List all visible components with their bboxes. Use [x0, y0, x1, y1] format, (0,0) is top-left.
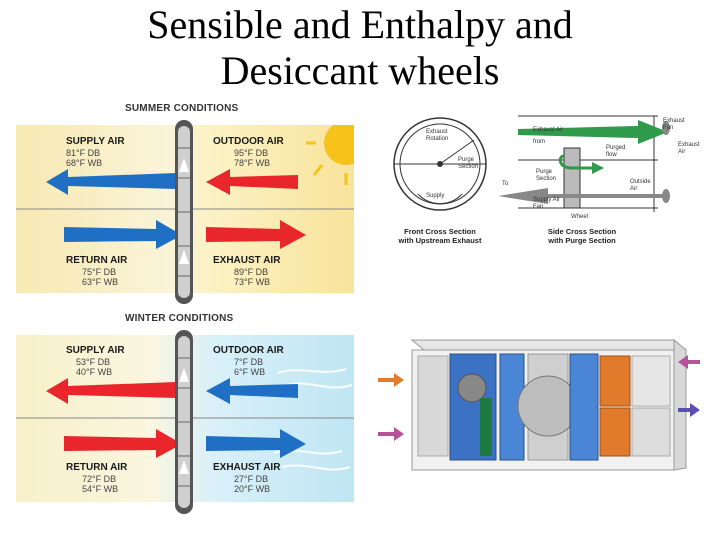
winter-supply-label: SUPPLY AIR	[66, 345, 125, 356]
side-cross-section-caption: Side Cross Section with Purge Section	[547, 227, 617, 245]
winter-outdoor-wb: 6°F WB	[234, 367, 266, 377]
winter-exhaust-wb: 20°F WB	[234, 484, 271, 494]
summer-supply-label: SUPPLY AIR	[66, 136, 125, 147]
supply-label: Supply	[426, 193, 445, 199]
title-line-2: Desiccant wheels	[220, 48, 500, 93]
wheel-label: Wheel	[571, 214, 589, 220]
winter-wheel-icon	[175, 330, 193, 514]
winter-outdoor-db: 7°F DB	[234, 357, 264, 367]
winter-return-db: 72°F DB	[82, 474, 117, 484]
side-cross-section	[498, 115, 670, 212]
winter-return-wb: 54°F WB	[82, 484, 119, 494]
summer-exhaust-db: 89°F DB	[234, 267, 269, 277]
supply-air-arrow	[46, 169, 176, 195]
summer-graphics	[16, 125, 354, 249]
air-handling-unit-illustration	[378, 338, 700, 471]
summer-outdoor-db: 95°F DB	[234, 148, 269, 158]
exhaust-air-label: Exhaust Air	[533, 127, 564, 133]
winter-return-air-arrow	[64, 429, 182, 458]
winter-supply-wb: 40°F WB	[76, 367, 113, 377]
winter-outdoor-label: OUTDOOR AIR	[213, 345, 284, 356]
to-label: To	[502, 181, 509, 187]
summer-supply-wb: 68°F WB	[66, 158, 103, 168]
front-cross-section-caption: Front Cross Section with Upstream Exhaus…	[398, 227, 482, 245]
winter-return-label: RETURN AIR	[66, 462, 128, 473]
winter-supply-db: 53°F DB	[76, 357, 111, 367]
summer-return-label: RETURN AIR	[66, 255, 128, 266]
from-label: from	[533, 139, 545, 145]
winter-exhaust-label: EXHAUST AIR	[213, 462, 281, 473]
winter-outdoor-air-arrow	[206, 378, 298, 404]
outdoor-air-arrow	[206, 169, 298, 195]
winter-exhaust-db: 27°F DB	[234, 474, 269, 484]
summer-return-db: 75°F DB	[82, 267, 117, 277]
summer-exhaust-wb: 73°F WB	[234, 277, 271, 287]
title-line-1: Sensible and Enthalpy and	[147, 2, 573, 47]
winter-heading: WINTER CONDITIONS	[125, 313, 234, 324]
front-cross-section	[393, 117, 487, 211]
return-air-arrow	[64, 220, 182, 249]
sun-icon	[306, 125, 354, 185]
wheel-cross-section-diagram	[393, 115, 670, 212]
summer-exhaust-label: EXHAUST AIR	[213, 255, 281, 266]
summer-heading: SUMMER CONDITIONS	[125, 103, 239, 114]
summer-outdoor-wb: 78°F WB	[234, 158, 271, 168]
winter-exhaust-air-arrow	[206, 429, 306, 458]
exhaust-air-arrow	[206, 220, 306, 249]
summer-supply-db: 81°F DB	[66, 148, 101, 158]
summer-wheel-icon	[175, 120, 193, 304]
winter-supply-air-arrow	[46, 378, 176, 404]
slide-title: Sensible and Enthalpy and Desiccant whee…	[0, 2, 720, 94]
summer-outdoor-label: OUTDOOR AIR	[213, 136, 284, 147]
summer-return-wb: 63°F WB	[82, 277, 119, 287]
